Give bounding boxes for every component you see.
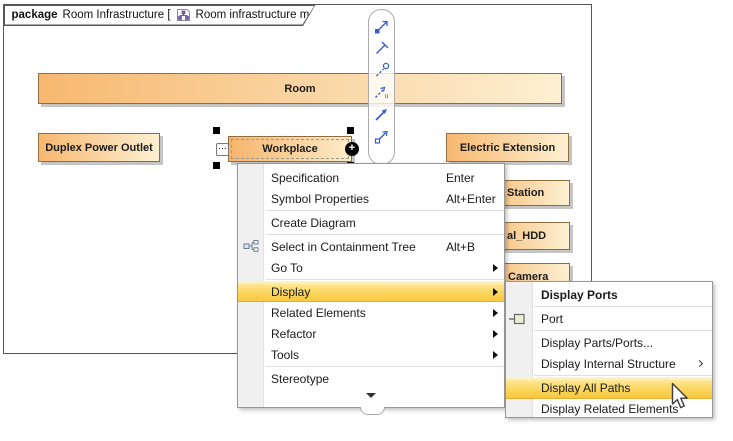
node-label: al_HDD: [507, 230, 547, 242]
menu-item-symbol-properties[interactable]: Symbol Properties Alt+Enter: [271, 191, 496, 206]
new-association-link-icon[interactable]: [373, 106, 390, 123]
menu-separator: [266, 234, 504, 235]
new-port-link-icon[interactable]: [373, 62, 390, 79]
node-label: Camera: [508, 270, 549, 283]
menu-separator: [534, 330, 712, 331]
node-label: Duplex Power Outlet: [45, 141, 153, 154]
containment-tree-icon: [243, 240, 259, 252]
display-submenu: Display Ports Port Display Parts/Ports..…: [505, 281, 713, 418]
diagram-title: Room Infrastructure [: [62, 9, 171, 21]
menu-item-display[interactable]: Display: [238, 281, 504, 302]
resize-handle-top-right[interactable]: [347, 127, 354, 134]
submenu-item-display-parts-ports[interactable]: Display Parts/Ports...: [541, 335, 654, 350]
menu-item-related-elements[interactable]: Related Elements: [238, 302, 504, 323]
resize-handle-bottom-left[interactable]: [213, 162, 220, 169]
svg-text:u: u: [385, 93, 389, 100]
submenu-arrow-icon: [493, 308, 498, 317]
menu-item-select-in-containment-tree[interactable]: Select in Containment Tree Alt+B: [238, 236, 504, 257]
menu-item-tools[interactable]: Tools: [238, 344, 504, 365]
menu-shortcut: Alt+Enter: [446, 191, 496, 206]
node-label: Station: [507, 187, 545, 199]
node-electric-extension[interactable]: Electric Extension: [446, 133, 569, 162]
submenu-item-port[interactable]: Port: [506, 308, 712, 329]
submenu-arrow-icon: [493, 329, 498, 338]
submenu-arrow-icon: [493, 350, 498, 359]
diagram-model-name: Room infrastructure model ]: [195, 9, 338, 21]
diagram-icon: [176, 8, 191, 22]
menu-separator: [266, 210, 504, 211]
menu-shortcut: Enter: [446, 170, 475, 185]
menu-item-stereotype[interactable]: Stereotype: [271, 371, 330, 386]
submenu-chevron-icon: [695, 359, 704, 368]
menu-separator: [266, 279, 504, 280]
node-label: Workplace: [262, 143, 318, 155]
menu-scroll-notch: [360, 407, 385, 415]
submenu-item-display-all-paths[interactable]: Display All Paths: [506, 377, 712, 399]
port-icon: [509, 313, 525, 325]
scroll-down-icon: [366, 393, 376, 398]
menu-item-go-to[interactable]: Go To: [238, 257, 504, 278]
node-label: Room: [284, 82, 316, 95]
menu-item-refactor[interactable]: Refactor: [238, 323, 504, 344]
node-duplex-power-outlet[interactable]: Duplex Power Outlet: [38, 133, 160, 162]
context-menu: Specification Enter Symbol Properties Al…: [237, 163, 505, 408]
diagram-header-tab: package Room Infrastructure [ Room infra…: [3, 4, 316, 26]
submenu-arrow-icon: [493, 287, 498, 296]
menu-separator: [534, 306, 712, 307]
resize-handle-top-left[interactable]: [213, 127, 220, 134]
new-usage-link-icon[interactable]: u: [373, 84, 390, 101]
submenu-header-display-ports: Display Ports: [541, 288, 618, 302]
new-anchor-link-icon[interactable]: [373, 40, 390, 57]
expand-element-button[interactable]: +: [345, 142, 359, 156]
smart-manipulator-toolbar: u: [368, 9, 395, 165]
menu-shortcut: Alt+B: [446, 239, 476, 254]
menu-separator: [534, 375, 712, 376]
submenu-item-display-internal-structure[interactable]: Display Internal Structure: [506, 353, 712, 374]
node-label: Electric Extension: [459, 141, 556, 154]
node-room[interactable]: Room: [38, 73, 562, 104]
diagram-kind-label: package: [11, 9, 58, 21]
menu-separator: [266, 366, 504, 367]
new-directed-link-icon[interactable]: [373, 18, 390, 35]
submenu-item-display-related-elements[interactable]: Display Related Elements: [541, 402, 679, 416]
node-workplace-selected[interactable]: Workplace: [228, 136, 352, 162]
menu-item-specification[interactable]: Specification Enter: [271, 170, 475, 185]
new-connector-link-icon[interactable]: [373, 128, 390, 145]
collapse-compartment-button[interactable]: ⋯: [216, 143, 229, 156]
menu-scroll-down-button[interactable]: [238, 389, 504, 402]
submenu-arrow-icon: [493, 263, 498, 272]
menu-item-create-diagram[interactable]: Create Diagram: [271, 215, 356, 230]
